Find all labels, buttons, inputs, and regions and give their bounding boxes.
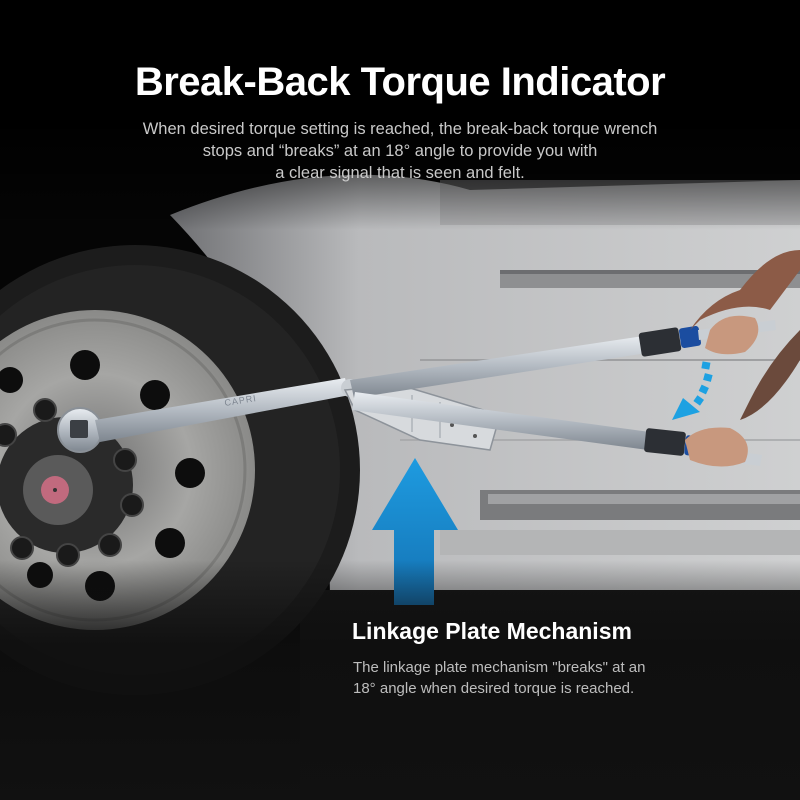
wrench-lower-handle: [352, 392, 650, 450]
bottom-fade: [0, 560, 800, 800]
callout-line: The linkage plate mechanism "breaks" at …: [353, 659, 646, 676]
subtitle-line: stops and “breaks” at an 18° angle to pr…: [202, 142, 598, 160]
subtitle-line: a clear signal that is seen and felt.: [275, 164, 525, 182]
page-subtitle: When desired torque setting is reached, …: [60, 118, 740, 184]
hands: [685, 250, 800, 467]
dotted-curved-arrow-icon: [672, 361, 713, 420]
page-title: Break-Back Torque Indicator: [134, 60, 666, 104]
wrench-upper-handle: [350, 335, 654, 398]
callout-title: Linkage Plate Mechanism: [352, 618, 632, 644]
subtitle-line: When desired torque setting is reached, …: [142, 120, 658, 138]
wrench-shaft: [95, 378, 350, 442]
up-arrow-icon: [372, 458, 458, 605]
callout-line: 18° angle when desired torque is reached…: [353, 680, 635, 697]
callout-body: The linkage plate mechanism "breaks" at …: [353, 657, 713, 699]
top-fade: [0, 0, 800, 230]
